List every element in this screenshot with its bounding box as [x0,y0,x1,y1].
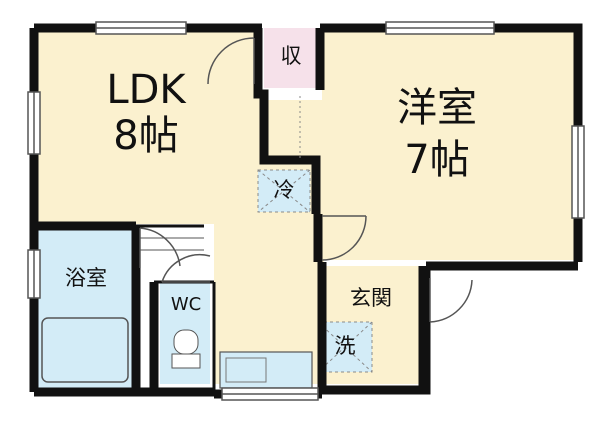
ldk-name: LDK [106,67,186,113]
entrance-label: 玄関 [350,286,392,310]
door-swings [139,37,473,323]
western-room-floor [322,28,574,260]
toilet-tank [171,353,201,369]
bath-label: 浴室 [65,266,107,290]
storage-closet [264,28,318,88]
bathtub [41,317,129,383]
ldk-size: 8帖 [113,113,179,159]
toilet-bowl [173,329,199,355]
fridge-label: 冷 [273,178,295,202]
washer-label: 洗 [334,334,356,358]
wc-label: WC [170,294,202,315]
western-room-name: 洋室 [397,85,477,131]
storage-label: 収 [280,44,302,68]
ldk-floor [34,28,260,224]
windows [27,21,585,401]
western-room-size: 7帖 [404,137,470,183]
